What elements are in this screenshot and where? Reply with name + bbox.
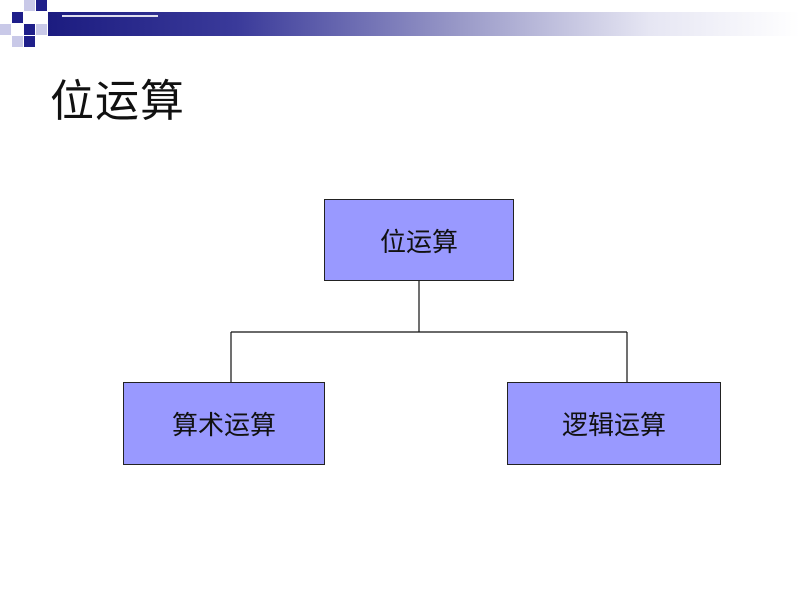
header-square [0, 24, 11, 35]
node-logical: 逻辑运算 [507, 382, 721, 465]
header-square [36, 0, 47, 11]
node-root: 位运算 [324, 199, 514, 281]
node-arithmetic: 算术运算 [123, 382, 325, 465]
page-title: 位运算 [50, 76, 185, 127]
header-square [12, 36, 23, 47]
header-square [24, 0, 35, 11]
header-gradient-bar [48, 12, 800, 36]
header-square [36, 24, 47, 35]
header-square [12, 12, 23, 23]
header-rule [62, 15, 158, 17]
header-square [24, 36, 35, 47]
header-square [24, 24, 35, 35]
